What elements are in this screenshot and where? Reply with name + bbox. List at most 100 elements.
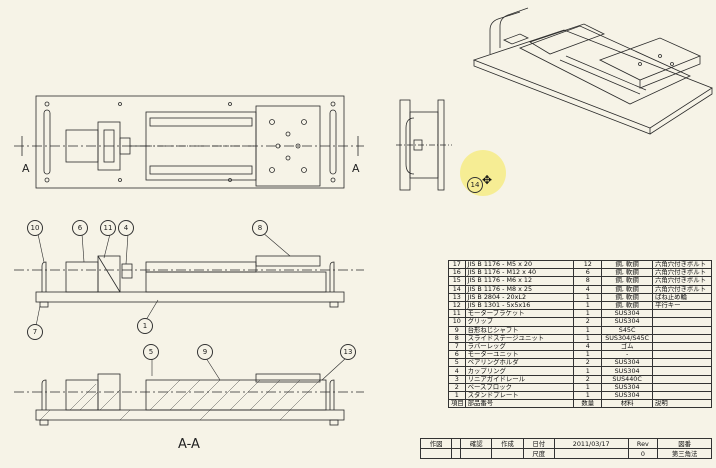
part-name: ベアリングホルダ (464, 358, 575, 368)
part-name: JIS B 1176 - M12 x 40 (464, 268, 575, 278)
material: SUS304 (601, 309, 653, 319)
parts-list-header: 項目部品番号数量材料説明 (448, 399, 713, 409)
part-name: モーターユニット (464, 350, 575, 360)
item-number: 16 (448, 268, 466, 278)
part-name: モーターブラケット (464, 309, 575, 319)
part-name: 台形ねじシャフト (464, 325, 575, 335)
description (651, 366, 713, 376)
part-name: JIS B 1176 - M5 x 20 (464, 259, 575, 270)
quantity: 1 (573, 333, 603, 343)
item-number: 1 (448, 390, 466, 401)
part-name: JIS B 2804 - 20xL2 (464, 292, 575, 302)
header-quantity: 数量 (573, 399, 603, 409)
quantity: 2 (573, 374, 603, 384)
blank-cell (451, 448, 462, 459)
quantity: 2 (573, 358, 603, 368)
date-value: 2011/03/17 (553, 438, 629, 449)
quantity: 1 (573, 325, 603, 335)
section-marker-left: A (22, 162, 30, 175)
material: SUS304 (601, 358, 653, 368)
material: SUS304 (601, 366, 653, 376)
part-name: JIS B 1176 - M8 x 25 (464, 284, 575, 294)
quantity: 2 (573, 317, 603, 327)
section-view (14, 373, 364, 426)
description (651, 390, 713, 401)
part-name: スライドステージユニット (464, 333, 575, 343)
item-number: 2 (448, 382, 466, 393)
description (651, 382, 713, 393)
item-number: 14 (448, 284, 466, 294)
part-name: グリップ (464, 317, 575, 327)
item-number: 17 (448, 259, 466, 270)
balloon-4: 4 (118, 220, 134, 236)
item-number: 9 (448, 325, 466, 335)
sheet-label: 図番 (657, 438, 712, 449)
part-name: JIS B 1176 - M6 x 12 (464, 276, 575, 286)
description: 六角穴付きボルト (651, 268, 713, 278)
quantity: 1 (573, 366, 603, 376)
balloon-6: 6 (72, 220, 88, 236)
item-number: 12 (448, 300, 466, 311)
material: SUS304 (601, 382, 653, 393)
quantity: 1 (573, 292, 603, 302)
item-number: 8 (448, 333, 466, 343)
projection-label: 第三角法 (657, 448, 712, 459)
description: 六角穴付きボルト (651, 259, 713, 270)
check-label: 確認 (460, 438, 493, 449)
description (651, 374, 713, 384)
end-view (396, 99, 452, 191)
part-name: ベースブロック (464, 382, 575, 393)
top-view (14, 95, 364, 189)
item-number: 7 (448, 341, 466, 352)
quantity: 12 (573, 259, 603, 270)
material: 鋼, 軟鋼 (601, 284, 653, 294)
description (651, 358, 713, 368)
description (651, 309, 713, 319)
quantity: 1 (573, 350, 603, 360)
quantity: 1 (573, 382, 603, 393)
material: SUS304 (601, 390, 653, 401)
draft-value (451, 438, 462, 449)
quantity: 1 (573, 300, 603, 311)
rev-value: 0 (627, 448, 659, 459)
quantity: 1 (573, 390, 603, 401)
balloon-13: 13 (340, 344, 356, 360)
balloon-8: 8 (252, 220, 268, 236)
material: ゴム (601, 341, 653, 352)
part-name: ラバーレッグ (464, 341, 575, 352)
item-number: 10 (448, 317, 466, 327)
balloon-5: 5 (143, 344, 159, 360)
isometric-view (472, 7, 713, 135)
move-cursor-icon: ✥ (482, 173, 493, 187)
quantity: 4 (573, 284, 603, 294)
balloon-1: 1 (137, 318, 153, 334)
description: 六角穴付きボルト (651, 276, 713, 286)
item-number: 4 (448, 366, 466, 376)
draft-label: 作図 (419, 438, 453, 449)
create-label: 作成 (491, 438, 524, 449)
blank-cell (460, 448, 493, 459)
quantity: 8 (573, 276, 603, 286)
balloon-14[interactable]: 14 (467, 177, 483, 193)
part-name: リニアガイドレール (464, 374, 575, 384)
material: 鋼, 軟鋼 (601, 276, 653, 286)
material: SUS440C (601, 374, 653, 384)
material: 鋼, 軟鋼 (601, 268, 653, 278)
description: 六角穴付きボルト (651, 284, 713, 294)
balloon-11: 11 (100, 220, 116, 236)
header-part-number: 部品番号 (464, 399, 575, 409)
